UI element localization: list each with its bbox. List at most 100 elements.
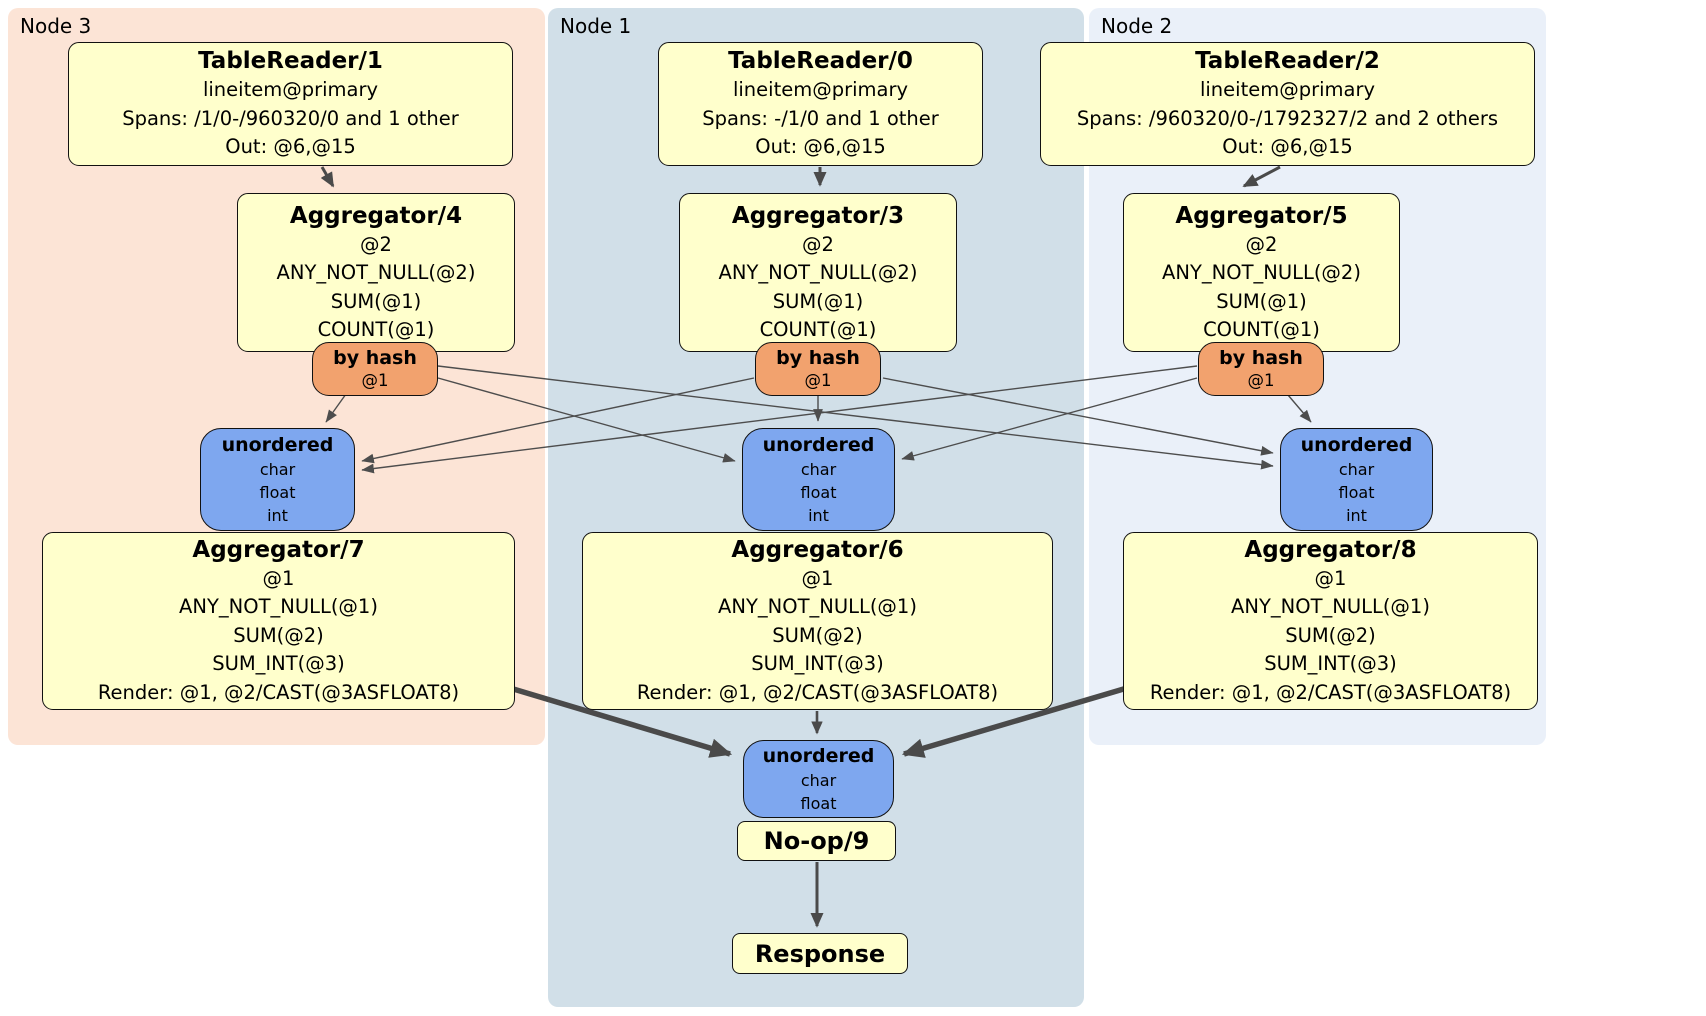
processor-detail: SUM(@1) [330,289,422,313]
processor-detail: ANY_NOT_NULL(@2) [1162,261,1361,284]
edge-router1-sync2 [882,377,1274,456]
edge-router2-sync3 [361,365,1198,474]
router-arg: @1 [1247,371,1275,390]
processor-detail: Spans: -/1/0 and 1 other [702,106,939,130]
processor-response: Response [732,933,908,974]
sync-unordered-final: unordered char float [743,740,894,818]
processor-title: TableReader/2 [1195,48,1380,75]
sync-type: float [1338,482,1375,502]
sync-unordered-node2: unordered char float int [1280,428,1433,531]
edge-router1-sync3 [361,377,755,464]
processor-title: Aggregator/7 [192,536,365,563]
sync-type: char [259,459,296,479]
processor-aggregator-7: Aggregator/7 @1 ANY_NOT_NULL(@1) SUM(@2)… [42,532,515,710]
processor-detail: @2 [360,232,392,256]
processor-detail: Out: @6,@15 [755,135,886,159]
edge-router3-sync3 [325,393,347,423]
processor-detail: SUM(@1) [1216,289,1307,313]
sync-type: char [800,770,837,790]
router-by-hash-node2: by hash @1 [1198,342,1324,396]
processor-detail: SUM(@2) [1285,623,1376,647]
edge-router2-sync2 [1287,394,1312,423]
processor-detail: Render: @1, @2/CAST(@3ASFLOAT8) [97,680,460,704]
processor-detail: lineitem@primary [202,78,379,102]
processor-detail: lineitem@primary [1199,78,1376,102]
sync-title: unordered [221,433,334,456]
processor-detail: COUNT(@1) [1203,318,1320,341]
sync-type: float [800,793,837,813]
processor-tablereader-1: TableReader/1 lineitem@primary Spans: /1… [68,42,513,166]
edge-agg8-finalsync [901,685,1128,758]
sync-type: float [800,482,837,502]
router-title: by hash [333,347,417,369]
processor-detail: lineitem@primary [732,78,909,102]
processor-detail: Spans: /1/0-/960320/0 and 1 other [122,106,459,130]
router-title: by hash [776,347,860,369]
processor-detail: @2 [1245,232,1278,256]
processor-detail: Out: @6,@15 [225,135,356,159]
processor-detail: ANY_NOT_NULL(@2) [718,261,918,284]
processor-title: Aggregator/4 [289,202,463,229]
processor-detail: ANY_NOT_NULL(@2) [276,261,476,284]
edge-router2-sync1 [901,377,1198,461]
processor-detail: SUM_INT(@3) [1264,652,1397,676]
processor-detail: SUM_INT(@3) [751,652,884,676]
edge-agg7-finalsync [509,685,733,758]
sync-type: char [1338,459,1375,479]
processor-noop: No-op/9 [737,821,896,861]
processor-detail: SUM_INT(@3) [212,652,345,676]
sync-unordered-node3: unordered char float int [200,428,355,531]
processor-title: TableReader/0 [728,48,913,75]
processor-aggregator-5: Aggregator/5 @2 ANY_NOT_NULL(@2) SUM(@1)… [1123,193,1400,352]
processor-detail: ANY_NOT_NULL(@1) [718,595,917,619]
sync-type: int [267,505,288,525]
processor-detail: Render: @1, @2/CAST(@3ASFLOAT8) [1149,680,1512,704]
processor-title: TableReader/1 [198,48,383,75]
processor-aggregator-4: Aggregator/4 @2 ANY_NOT_NULL(@2) SUM(@1)… [237,193,515,352]
processor-detail: COUNT(@1) [759,318,877,341]
node-group-label: Node 2 [1101,14,1173,38]
processor-title: Aggregator/6 [731,536,904,563]
edge-router3-sync1 [437,377,736,463]
processor-aggregator-8: Aggregator/8 @1 ANY_NOT_NULL(@1) SUM(@2)… [1123,532,1538,710]
processor-title: Aggregator/8 [1244,536,1417,563]
processor-aggregator-3: Aggregator/3 @2 ANY_NOT_NULL(@2) SUM(@1)… [679,193,957,352]
processor-detail: @1 [262,566,295,590]
processor-detail: @1 [1314,566,1347,590]
processor-title: No-op/9 [763,827,870,855]
edge-tr2-agg5 [1242,165,1281,188]
processor-title: Response [754,939,886,968]
processor-tablereader-2: TableReader/2 lineitem@primary Spans: /9… [1040,42,1535,166]
processor-tablereader-0: TableReader/0 lineitem@primary Spans: -/… [658,42,983,166]
processor-detail: Spans: /960320/0-/1792327/2 and 2 others [1076,106,1499,130]
node-group-label: Node 3 [20,14,92,38]
node-group-label: Node 1 [560,14,632,38]
processor-detail: Out: @6,@15 [1222,135,1353,159]
sync-type: int [1346,505,1367,525]
sync-title: unordered [762,433,875,456]
processor-title: Aggregator/5 [1175,202,1348,229]
sync-type: int [808,505,829,525]
processor-detail: SUM(@1) [772,289,864,313]
router-arg: @1 [804,371,832,390]
router-by-hash-node3: by hash @1 [312,342,438,396]
processor-detail: ANY_NOT_NULL(@1) [179,595,378,619]
router-arg: @1 [361,371,389,390]
sync-type: char [800,459,837,479]
processor-detail: @1 [801,566,834,590]
sync-title: unordered [1300,433,1413,456]
edge-tr1-agg4 [320,166,335,188]
sync-title: unordered [762,744,875,767]
processor-detail: ANY_NOT_NULL(@1) [1231,595,1430,619]
processor-detail: COUNT(@1) [317,318,435,341]
router-title: by hash [1219,347,1303,369]
processor-detail: SUM(@2) [233,623,324,647]
processor-title: Aggregator/3 [731,202,905,229]
processor-detail: @2 [802,232,834,256]
sync-type: float [259,482,296,502]
processor-aggregator-6: Aggregator/6 @1 ANY_NOT_NULL(@1) SUM(@2)… [582,532,1053,710]
processor-detail: Render: @1, @2/CAST(@3ASFLOAT8) [636,680,999,704]
edge-router3-sync2 [437,365,1274,470]
